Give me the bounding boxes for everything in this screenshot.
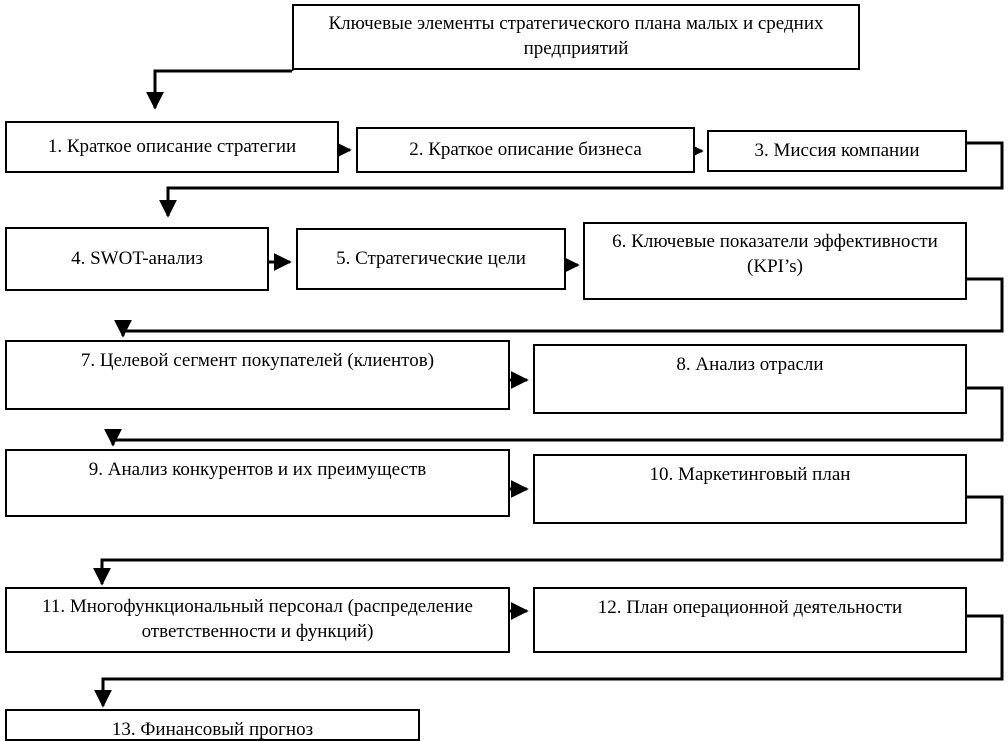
- node-12-label: 12. План операционной деятельности: [597, 597, 903, 618]
- node-1-label: 1. Краткое описание стратегии: [47, 136, 297, 158]
- connector-12-to-13: [94, 614, 1004, 708]
- node-2-label: 2. Краткое описание бизнеса: [409, 139, 642, 161]
- node-10-label: 10. Маркетинговый план: [649, 464, 851, 485]
- node-5-strategic-goals[interactable]: 5. Стратегические цели: [296, 228, 566, 290]
- node-5-label: 5. Стратегические цели: [336, 248, 526, 270]
- node-8-label: 8. Анализ отрасли: [676, 354, 824, 375]
- node-4-swot-analysis[interactable]: 4. SWOT-анализ: [5, 227, 269, 291]
- connector-3-to-4: [159, 141, 1004, 218]
- node-title[interactable]: Ключевые элементы стратегического плана …: [292, 4, 860, 70]
- connector-title-to-1: [146, 69, 294, 110]
- node-13-label: 13. Финансовый прогноз: [111, 719, 314, 740]
- node-1-strategy-summary[interactable]: 1. Краткое описание стратегии: [5, 121, 339, 173]
- connector-10-to-11: [93, 495, 1004, 586]
- connector-8-to-9: [104, 386, 1004, 447]
- node-2-business-summary[interactable]: 2. Краткое описание бизнеса: [356, 127, 695, 173]
- node-7-label: 7. Целевой сегмент покупателей (клиентов…: [80, 350, 435, 371]
- node-title-label: Ключевые элементы стратегического плана …: [328, 13, 824, 60]
- node-9-label: 9. Анализ конкурентов и их преимуществ: [88, 459, 427, 480]
- node-10-marketing-plan[interactable]: 10. Маркетинговый план: [533, 454, 967, 524]
- node-11-multifunctional-staff[interactable]: 11. Многофункциональный персонал (распре…: [5, 587, 510, 653]
- node-11-label: 11. Многофункциональный персонал (распре…: [42, 596, 473, 643]
- node-6-label: 6. Ключевые показатели эффективности (KP…: [612, 231, 938, 278]
- node-9-competitor-analysis[interactable]: 9. Анализ конкурентов и их преимуществ: [5, 449, 510, 517]
- node-4-label: 4. SWOT-анализ: [71, 248, 203, 270]
- node-3-label: 3. Миссия компании: [754, 140, 920, 162]
- node-13-financial-forecast[interactable]: 13. Финансовый прогноз: [5, 709, 420, 741]
- node-7-target-customer-segment[interactable]: 7. Целевой сегмент покупателей (клиентов…: [5, 340, 510, 410]
- node-3-company-mission[interactable]: 3. Миссия компании: [707, 130, 967, 172]
- connector-6-to-7: [114, 277, 1004, 338]
- node-8-industry-analysis[interactable]: 8. Анализ отрасли: [533, 344, 967, 414]
- node-6-kpi[interactable]: 6. Ключевые показатели эффективности (KP…: [583, 222, 967, 300]
- node-12-operations-plan[interactable]: 12. План операционной деятельности: [533, 587, 967, 653]
